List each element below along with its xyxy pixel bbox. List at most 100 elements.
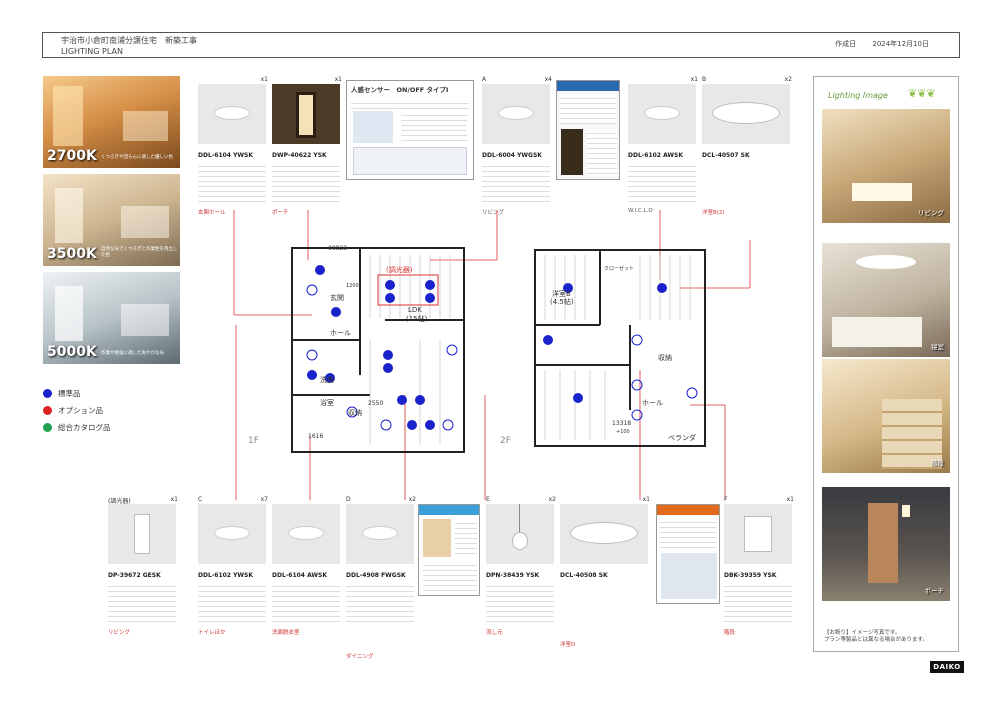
product-spec xyxy=(198,162,266,202)
header-date: 作成日 2024年12月10日 xyxy=(821,39,929,49)
product-card: B x2 DCL-40507 SK 洋室B(2) xyxy=(702,76,792,220)
product-model: DWP-40622 YSK xyxy=(272,152,327,159)
product-spec xyxy=(628,162,696,202)
product-model: DDL-6104 AWSK xyxy=(272,572,328,579)
product-letter: A xyxy=(482,76,487,83)
floor-plan: 玄関 ホール LDK (15帖) 浴室 収納 洗面 (調光器) 洋室B (4.5… xyxy=(233,210,751,500)
leaf-icon: ❦❦❦ xyxy=(908,87,936,100)
kelvin-desc: 自然な光でくつろぎと作業性を両立した色 xyxy=(101,247,178,258)
product-spec xyxy=(198,582,266,622)
brand-logo: DAIKO xyxy=(930,661,964,673)
photo-caption: ポーチ xyxy=(924,587,945,595)
legend-item: 総合カタログ品 xyxy=(43,422,180,433)
option-label: (調光器) xyxy=(386,265,413,274)
product-card: E x2 DPN-38439 YSK 流し元 xyxy=(486,496,556,640)
product-model: DBK-39359 YSK xyxy=(724,572,777,579)
note-line: 【お断り】イメージ写真です。 xyxy=(824,630,901,636)
product-location: 階段 xyxy=(724,630,736,636)
qty-label: x1 xyxy=(334,76,342,83)
room-label: 収納 xyxy=(348,408,362,417)
photo-caption: 階段 xyxy=(931,459,944,467)
product-card: DDL-6104 AWSK 洗面脱衣室 xyxy=(272,500,342,640)
product-card: D x2 DDL-4908 FWGSK ダイニング xyxy=(346,496,416,660)
product-photo xyxy=(486,504,554,564)
product-letter: F xyxy=(724,496,728,503)
sidebar-photo: 階段 xyxy=(822,359,950,473)
qty-label: x1 xyxy=(690,76,698,83)
date-value: 2024年12月10日 xyxy=(872,40,929,48)
plan-subtitle: LIGHTING PLAN xyxy=(61,47,123,56)
project-title: 宇治市小倉町南浦分譲住宅 新築工事 xyxy=(61,36,197,45)
sidebar-photo: リビング xyxy=(822,109,950,223)
product-location: 流し元 xyxy=(486,630,503,636)
legend-swatch xyxy=(43,389,52,398)
product-model: DCL-40508 SK xyxy=(560,572,608,579)
product-photo xyxy=(560,504,648,564)
sidebar-title: Lighting Image xyxy=(828,91,888,100)
date-label: 作成日 xyxy=(835,40,857,48)
kelvin-label: 5000K xyxy=(47,344,97,360)
legend-label: オプション品 xyxy=(58,406,103,415)
dimension-label: 2550 xyxy=(368,400,383,407)
room-label: 洋室B xyxy=(552,289,571,298)
product-card: (調光器) x1 DP-39672 GESK リビング xyxy=(108,496,178,640)
product-photo xyxy=(724,504,792,564)
product-spec xyxy=(482,162,550,202)
qty-label: x1 xyxy=(170,496,178,503)
sensor-info-card: 人感センサー ON/OFF タイプⅠ xyxy=(346,80,474,180)
room-label: ベランダ xyxy=(668,433,696,442)
product-photo xyxy=(702,84,790,144)
product-photo xyxy=(198,84,266,144)
product-model: DDL-6102 AWSK xyxy=(628,152,684,159)
product-spec xyxy=(272,162,340,202)
product-spec xyxy=(108,582,176,622)
room-label: (4.5帖) xyxy=(550,297,574,306)
product-model: DPN-38439 YSK xyxy=(486,572,540,579)
kelvin-2700: 2700K くつろぎや団らんに適した優しい色 xyxy=(43,76,180,168)
kelvin-desc: 作業や勉強に適した爽やかな光 xyxy=(101,351,164,356)
qty-label: x2 xyxy=(784,76,792,83)
info-card xyxy=(656,504,720,604)
option-area xyxy=(377,274,439,306)
qty-label: x2 xyxy=(408,496,416,503)
qty-label: x2 xyxy=(548,496,556,503)
product-location: ダイニング xyxy=(346,654,374,660)
kelvin-label: 3500K xyxy=(47,246,97,262)
product-spec xyxy=(560,582,648,622)
dimension-label: 1200 xyxy=(346,283,359,289)
legend-item: 標準品 xyxy=(43,388,180,399)
product-card: x1 DWP-40622 YSK ポーチ xyxy=(272,76,342,220)
product-card: x1 DCL-40508 SK 洋室D xyxy=(560,496,650,648)
product-photo xyxy=(198,504,266,564)
product-card: C x7 DDL-6102 YWSK トイレほか xyxy=(198,496,268,640)
product-spec xyxy=(272,582,340,622)
product-card: A x4 DDL-6004 YWGSK リビング xyxy=(482,76,552,220)
kelvin-label: 2700K xyxy=(47,148,97,164)
product-location: トイレほか xyxy=(198,630,226,636)
product-photo xyxy=(108,504,176,564)
product-model: DDL-6004 YWGSK xyxy=(482,152,542,159)
product-location: W.I.C.L.O xyxy=(628,208,653,214)
floor-label-2f: 2F xyxy=(500,436,511,446)
sidebar-photo: ポーチ xyxy=(822,487,950,601)
room-label: クローゼット xyxy=(604,265,634,272)
legend-label: 総合カタログ品 xyxy=(58,423,111,432)
product-spec xyxy=(702,162,790,202)
header-left: 宇治市小倉町南浦分譲住宅 新築工事 LIGHTING PLAN xyxy=(61,35,197,57)
product-photo xyxy=(272,504,340,564)
dimension-label: 13318 xyxy=(612,420,631,427)
product-model: DDL-6102 YWSK xyxy=(198,572,253,579)
room-label: 収納 xyxy=(658,353,672,362)
product-model: DDL-6104 YWSK xyxy=(198,152,253,159)
product-letter: D xyxy=(346,496,351,503)
product-model: DCL-40507 SK xyxy=(702,152,750,159)
dimension-label: 08823 xyxy=(328,245,347,252)
qty-label: x1 xyxy=(260,76,268,83)
lighting-image-sidebar: Lighting Image ❦❦❦ リビング 寝室 階段 ポーチ 【お断り】イ… xyxy=(813,76,959,652)
product-location: 洗面脱衣室 xyxy=(272,630,300,636)
legend-swatch xyxy=(43,406,52,415)
product-spec xyxy=(486,582,554,622)
product-model: DP-39672 GESK xyxy=(108,572,161,579)
product-location: リビング xyxy=(482,210,505,216)
product-photo xyxy=(346,504,414,564)
